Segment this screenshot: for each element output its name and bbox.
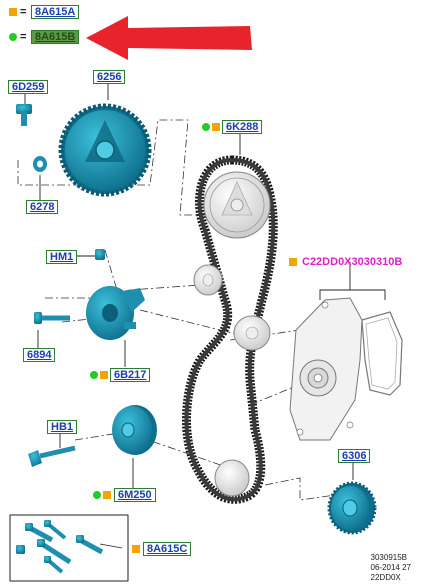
callout-6306[interactable]: 6306 [338,449,371,463]
crankshaft-sprocket-6306 [327,481,377,535]
washer-6278 [33,156,47,172]
callout-hb1[interactable]: HB1 [47,420,78,434]
callout-6m250-orange-square-icon [103,491,111,499]
footer-engine-code: 22DD0X [370,573,401,582]
callout-hm1[interactable]: HM1 [46,250,78,264]
camshaft-sprocket-6256 [58,103,152,197]
callout-6b217[interactable]: 6B217 [110,368,151,382]
callout-6894[interactable]: 6894 [23,348,56,362]
legend-code-8a615b[interactable]: 8A615B [31,30,80,44]
belt-crank-sprocket [214,459,250,497]
legend-code-8a615a[interactable]: 8A615A [31,5,80,19]
footer-date: 06-2014 27 [370,563,411,572]
footer-block: 3030915B 06-2014 27 22DD0X [371,553,411,583]
callout-6b217-orange-square-icon [100,371,108,379]
callout-6k288-green-dot-icon [202,123,210,131]
callout-6278[interactable]: 6278 [26,200,59,214]
leader-lines [17,119,336,501]
nut-HM1 [95,249,105,260]
water-pump-gasket [361,311,403,396]
callout-8a615c[interactable]: 8A615C [143,542,192,556]
legend-equals: = [20,6,27,18]
callout-6m250[interactable]: 6M250 [114,488,156,502]
timing-belt [181,155,278,504]
belt-camshaft-sprocket [203,171,271,239]
callout-6256[interactable]: 6256 [93,70,126,84]
idler-pulley-6M250 [112,405,157,455]
water-pump-kit-label[interactable]: C22DD0X3030310B [302,256,403,268]
legend-green-dot-icon [9,33,17,41]
bolt-kit-8A615C [9,514,129,582]
footer-drawing-number: 3030915B [370,553,407,562]
water-pump [289,297,363,441]
callout-6k288-orange-square-icon [212,123,220,131]
callout-6b217-green-dot-icon [90,371,98,379]
red-arrow-icon [86,16,252,60]
camshaft-bolt-6D259 [16,104,32,126]
callout-6m250-green-dot-icon [93,491,101,499]
belt-idler-middle [233,315,271,351]
legend-equals: = [20,31,27,43]
callout-8a615c-orange-square-icon [132,545,140,553]
legend-orange-square-icon [9,8,17,16]
tensioner-6B217 [86,286,145,340]
callout-leaders [24,82,386,488]
bolt-HB1 [28,445,76,467]
callout-6k288[interactable]: 6K288 [222,120,263,134]
belt-idler-upper [193,264,223,296]
pink-label-orange-square-icon [289,258,297,266]
bolt-6894 [34,312,70,324]
callout-6d259[interactable]: 6D259 [8,80,49,94]
